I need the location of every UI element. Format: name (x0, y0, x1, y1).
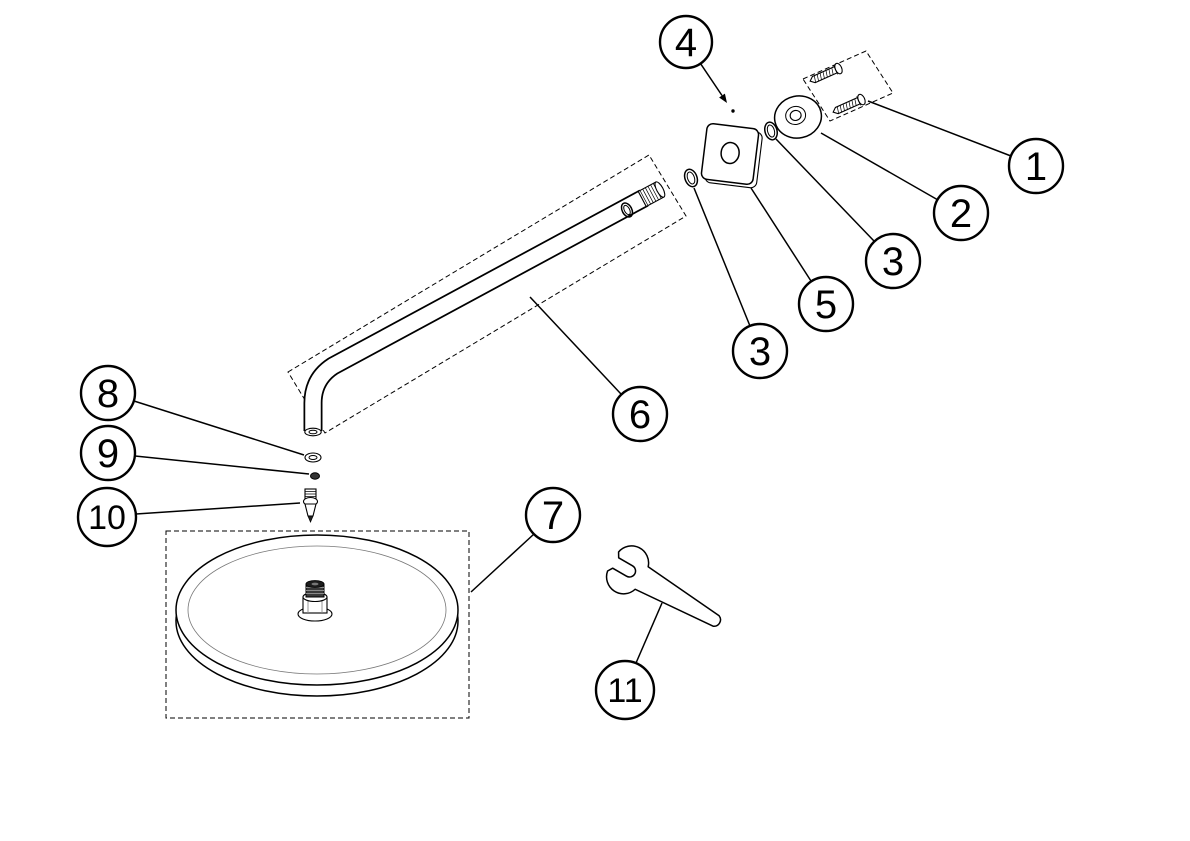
callout-3a-label: 3 (882, 240, 904, 284)
callout-6: 6 (611, 385, 669, 443)
callout-10: 10 (76, 486, 138, 548)
wall-flange (773, 95, 823, 139)
arm-threaded-end (637, 181, 666, 208)
shower-head-fitting (297, 580, 333, 622)
callout-11-label: 11 (607, 672, 642, 710)
leader-lines (133, 63, 1012, 664)
washer-ring (304, 452, 322, 463)
shower-head (175, 534, 459, 697)
callout-7-label: 7 (542, 494, 564, 538)
callout-5-leader (750, 187, 812, 282)
callout-2: 2 (932, 184, 990, 242)
shower-head-group-box (165, 530, 470, 719)
callout-9-label: 9 (97, 432, 119, 476)
callout-4-arrowhead (719, 93, 727, 103)
callout-9: 9 (79, 424, 137, 482)
shower-head-contour (187, 545, 447, 675)
callout-5-label: 5 (815, 283, 837, 327)
callout-10-leader (135, 502, 301, 515)
screw-icon (830, 92, 868, 118)
callout-1-leader (867, 100, 1012, 157)
callout-6-leader (529, 296, 622, 395)
callout-11-leader (635, 602, 663, 664)
callout-2-leader (820, 132, 939, 201)
square-wall-plate (700, 122, 763, 189)
callout-3a-leader (775, 138, 875, 242)
callout-10-label: 10 (88, 499, 126, 537)
callout-2-label: 2 (950, 192, 972, 236)
callout-3b-label: 3 (749, 330, 771, 374)
set-screw-dot (731, 109, 735, 113)
wrench (605, 545, 722, 627)
arm-end-opening (308, 429, 318, 435)
callout-3a: 3 (864, 232, 922, 290)
callout-4-label: 4 (675, 21, 697, 65)
screws-group-box (802, 50, 894, 122)
flow-restrictor (302, 488, 319, 524)
callout-1: 1 (1007, 137, 1065, 195)
callouts: 4 1 2 3 5 3 6 8 (76, 14, 1065, 721)
callout-7: 7 (524, 486, 582, 544)
callout-9-leader (134, 455, 310, 475)
wrench-icon (605, 545, 722, 627)
o-ring-flange (764, 121, 778, 141)
callout-8-leader (133, 400, 305, 456)
callout-5: 5 (797, 275, 855, 333)
callout-3b: 3 (731, 322, 789, 380)
callout-7-leader (470, 533, 535, 593)
callout-6-label: 6 (629, 393, 651, 437)
arm-o-ring (620, 202, 634, 218)
shower-arm (303, 181, 666, 437)
filter-gasket (310, 472, 320, 480)
callout-4: 4 (658, 14, 714, 70)
callout-8-label: 8 (97, 372, 119, 416)
callout-4-leader (699, 63, 723, 96)
callout-8: 8 (79, 364, 137, 422)
callout-3b-leader (693, 187, 751, 327)
arm-end-cap (304, 427, 322, 437)
callout-1-label: 1 (1025, 145, 1047, 189)
callout-11: 11 (594, 659, 656, 721)
arm-tube-fill (305, 191, 648, 431)
o-ring-arm (683, 168, 699, 188)
